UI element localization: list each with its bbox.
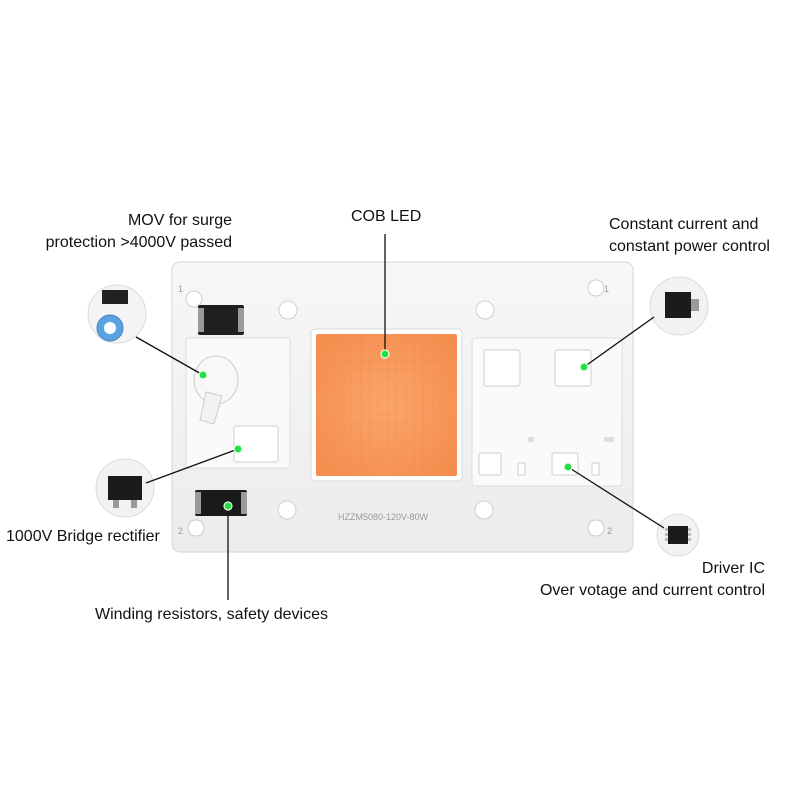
winding-resistor-component [195,490,247,516]
mounting-hole [475,300,495,320]
corner-mark: 1 [178,284,183,294]
mov-component [193,355,239,425]
driver-ic-zoom-inset [656,513,700,557]
marker-driver [563,462,573,472]
mounting-hole [587,519,605,537]
leader-line-mov [135,336,204,376]
leader-line-bridge [145,448,239,484]
label-mov: MOV for surge protection >4000V passed [46,210,232,254]
marker-winding [223,501,233,511]
label-driver: Driver IC Over votage and current contro… [540,558,765,602]
control-component [554,349,592,387]
label-mov-line1: MOV for surge [127,212,232,229]
mov-zoom-inset [87,284,147,344]
mounting-hole [278,300,298,320]
marker-cob [380,349,390,359]
control-component [478,452,502,476]
cob-led-array [310,328,463,482]
label-cob-led: COB LED [351,208,422,225]
leader-line-constant [583,316,655,368]
label-driver-line2: Over votage and current control [539,582,765,599]
fuse-component [198,305,244,335]
mounting-hole [187,519,205,537]
label-constant-line2: constant power control [609,238,770,255]
marker-mov [198,370,208,380]
label-driver-line1: Driver IC [701,560,765,577]
marker-constant [579,362,589,372]
bridge-rectifier-body [233,425,279,463]
marker-bridge [233,444,243,454]
mounting-hole [587,279,605,297]
mounting-hole [185,290,203,308]
bridge-zoom-inset [95,458,155,518]
control-component [483,349,521,387]
label-mov-line2: protection >4000V passed [45,234,232,251]
label-constant-line1: Constant current and [609,216,759,233]
corner-mark: 1 [604,284,609,294]
corner-mark: 2 [178,526,183,536]
label-bridge: 1000V Bridge rectifier [6,528,160,545]
leader-line-driver [567,466,665,529]
constant-control-zoom-inset [649,276,709,336]
pcb-board: 1 1 2 2 HZZM5080-120V-80W [171,261,634,553]
model-text: HZZM5080-120V-80W [338,512,429,522]
mounting-hole [277,500,297,520]
corner-mark: 2 [607,526,612,536]
label-winding: Winding resistors, safety devices [95,606,328,623]
mounting-hole [474,500,494,520]
label-constant: Constant current and constant power cont… [609,214,770,258]
